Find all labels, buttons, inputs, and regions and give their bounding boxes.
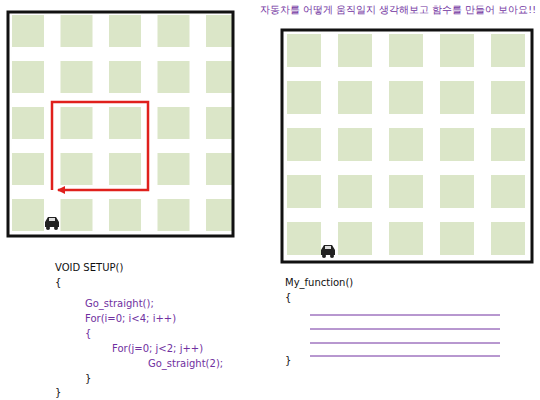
city-block [287,81,321,114]
map-border [282,30,532,262]
code-line: Go_straight(2); [148,358,223,370]
city-block [491,222,525,255]
city-block [206,153,233,185]
city-block [389,34,423,67]
city-block [389,128,423,161]
city-block [158,61,190,93]
city-block [12,61,44,93]
city-block [109,107,141,139]
car-icon [321,245,335,258]
city-blocks [287,34,525,255]
city-block [491,34,525,67]
code-line: VOID SETUP() [55,262,123,274]
city-block [338,34,372,67]
city-block [206,199,233,231]
city-blocks [12,15,233,231]
city-block [109,199,141,231]
city-block [491,128,525,161]
code-line: For(i=0; i<4; i++) [85,313,176,325]
map-border [8,12,233,236]
code-brace: { [285,292,291,304]
city-block [440,128,474,161]
city-block [158,199,190,231]
city-block [389,222,423,255]
city-block [389,175,423,208]
city-block [158,107,190,139]
city-block [287,222,321,255]
city-block [440,34,474,67]
city-block [109,153,141,185]
city-block [12,153,44,185]
city-block [12,15,44,47]
function-name: My_function() [285,277,353,289]
city-block [338,175,372,208]
city-block [491,175,525,208]
code-brace: } [55,387,61,399]
city-block [61,153,93,185]
code-line: Go_straight(); [85,298,154,310]
code-brace: } [85,373,91,385]
city-block [206,61,233,93]
city-block [61,15,93,47]
code-line: For(j=0; j<2; j++) [112,343,203,355]
city-block [287,34,321,67]
city-block [440,222,474,255]
city-block [61,107,93,139]
answer-lines [310,315,500,356]
code-brace: { [85,328,91,340]
city-block [206,107,233,139]
city-block [158,15,190,47]
city-block [109,15,141,47]
code-brace: { [55,277,61,289]
city-block [338,128,372,161]
city-block [338,222,372,255]
city-block [12,107,44,139]
city-block [338,81,372,114]
city-block [206,15,233,47]
city-block [491,81,525,114]
city-block [389,81,423,114]
city-block [109,61,141,93]
city-block [440,175,474,208]
city-block [61,199,93,231]
city-block [287,128,321,161]
route-arrow [52,102,148,190]
city-block [12,199,44,231]
code-brace: } [285,355,291,367]
city-block [287,175,321,208]
instruction-title: 자동차를 어떻게 움직일지 생각해보고 함수를 만들어 보아요!! [260,4,536,16]
city-block [440,81,474,114]
city-block [158,153,190,185]
city-block [61,61,93,93]
car-icon [45,217,59,230]
